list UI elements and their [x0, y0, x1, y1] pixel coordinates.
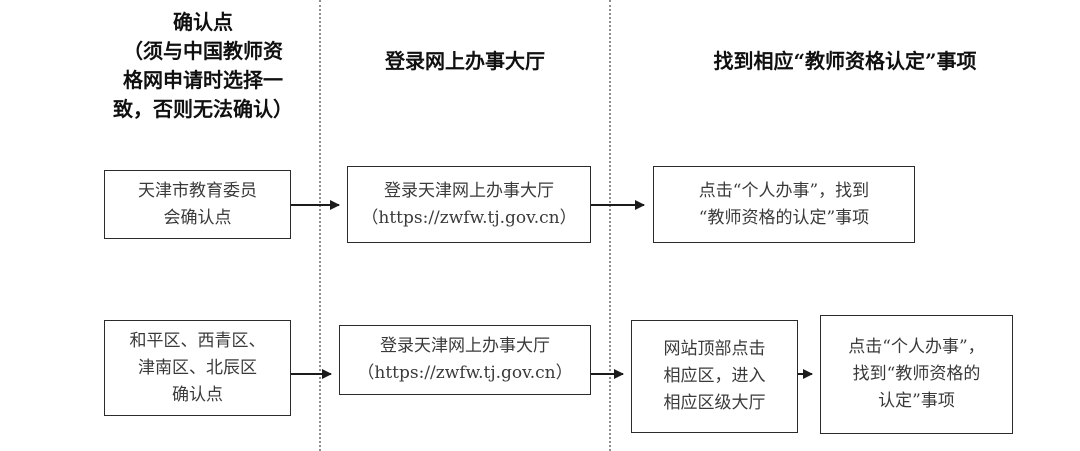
box-line: 网站顶部点击 [663, 339, 766, 359]
box-text: 天津市教育委员 会确认点 [105, 178, 290, 232]
column-header-find-item: 找到相应“教师资格认定”事项 [625, 47, 1065, 76]
box-text: 网站顶部点击 相应区，进入 相应区级大厅 [632, 336, 797, 417]
column-divider-1 [319, 0, 321, 451]
process-box-r2c1: 和平区、西青区、 津南区、北辰区 确认点 [104, 320, 291, 416]
header-line: 确认点 [173, 10, 233, 34]
box-line: 点击“个人办事”，找到 [698, 180, 870, 201]
column-header-confirmation-point: 确认点 （须与中国教师资 格网申请时选择一 致，否则无法确认） [98, 8, 308, 124]
box-line: 登录天津网上办事大厅 [380, 336, 550, 356]
process-box-r1c1: 天津市教育委员 会确认点 [104, 170, 291, 239]
box-text: 和平区、西青区、 津南区、北辰区 确认点 [105, 328, 290, 409]
box-line: 会确认点 [163, 207, 232, 228]
box-line: 相应区，进入 [663, 366, 766, 386]
box-line: 相应区级大厅 [663, 393, 766, 413]
box-line: 确认点 [172, 384, 223, 405]
arrow-r2-box2-to-box3 [591, 369, 624, 379]
box-line: “教师资格的认定”事项 [698, 207, 870, 228]
box-text: 点击“个人办事”， 找到“教师资格的 认定”事项 [821, 334, 1012, 415]
box-text: 点击“个人办事”，找到 “教师资格的认定”事项 [654, 178, 914, 232]
column-divider-2 [609, 0, 611, 451]
column-header-login-hall: 登录网上办事大厅 [330, 47, 600, 76]
arrow-r2-box1-to-box2 [291, 369, 332, 379]
header-line: 致，否则无法确认） [113, 97, 293, 121]
header-line: （须与中国教师资 [123, 39, 283, 63]
box-text: 登录天津网上办事大厅 （https://zwfw.tj.gov.cn） [348, 178, 590, 232]
box-line: 找到“教师资格的 [852, 364, 981, 384]
box-line: 和平区、西青区、 [129, 330, 266, 351]
header-line: 找到相应“教师资格认定”事项 [713, 49, 977, 73]
arrow-r2-box3-to-box4 [798, 369, 813, 379]
process-box-r1c3: 点击“个人办事”，找到 “教师资格的认定”事项 [653, 166, 915, 243]
box-line: 登录天津网上办事大厅 [384, 180, 554, 201]
process-box-r2c2: 登录天津网上办事大厅 （https://zwfw.tj.gov.cn） [339, 325, 591, 395]
process-box-r1c2: 登录天津网上办事大厅 （https://zwfw.tj.gov.cn） [347, 166, 591, 243]
box-line: （https://zwfw.tj.gov.cn） [361, 207, 577, 228]
box-text: 登录天津网上办事大厅 （https://zwfw.tj.gov.cn） [340, 333, 590, 387]
header-line: 格网申请时选择一 [123, 68, 283, 92]
box-line: （https://zwfw.tj.gov.cn） [357, 363, 573, 383]
box-line: 点击“个人办事”， [848, 337, 985, 357]
arrow-r1-box2-to-box3 [591, 200, 645, 210]
box-line: 天津市教育委员 [138, 180, 257, 201]
process-box-r2c3: 网站顶部点击 相应区，进入 相应区级大厅 [631, 320, 798, 433]
arrow-r1-box1-to-box2 [291, 200, 340, 210]
box-line: 津南区、北辰区 [138, 357, 257, 378]
box-line: 认定”事项 [878, 391, 955, 411]
header-line: 登录网上办事大厅 [385, 49, 545, 73]
process-box-r2c4: 点击“个人办事”， 找到“教师资格的 认定”事项 [820, 315, 1013, 434]
